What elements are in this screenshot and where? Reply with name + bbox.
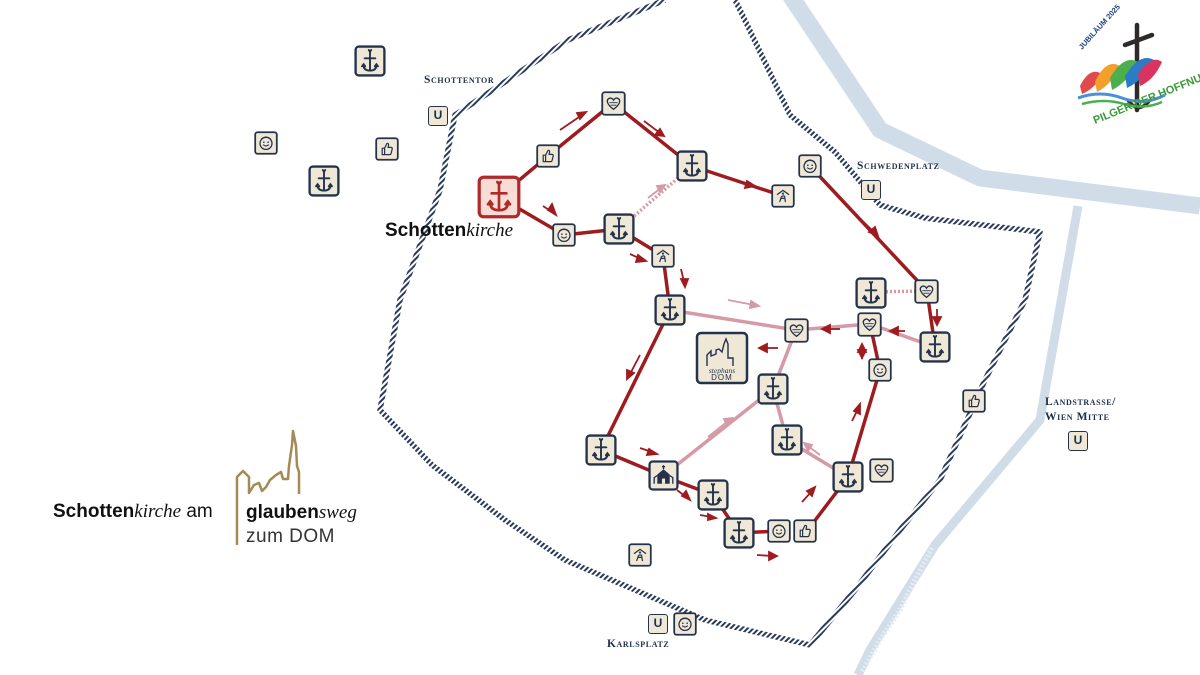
- anchor-cross-icon[interactable]: [723, 517, 755, 549]
- title-italic: kirche: [134, 501, 182, 522]
- heart-icon[interactable]: [857, 312, 882, 337]
- anchor-cross-icon[interactable]: [654, 294, 686, 326]
- glauben-bold: glauben: [246, 502, 319, 523]
- glauben-italic: sweg: [318, 502, 357, 523]
- heart-icon[interactable]: [601, 91, 626, 116]
- jubilee-2025-logo: JUBILÄUM 2025 PILGER DER HOFFNUNG: [1077, 3, 1200, 127]
- thumbs-up-icon[interactable]: [375, 137, 399, 161]
- danube-canal: [783, 0, 1200, 675]
- heart-icon[interactable]: [784, 318, 809, 343]
- stephansdom-icon[interactable]: stephans DOM: [695, 331, 749, 385]
- ubahn-schottentor-icon[interactable]: U: [428, 106, 448, 126]
- heart-icon[interactable]: [869, 458, 894, 483]
- glaubensweg-dom-line-icon: [235, 429, 301, 545]
- label-karlsplatz: Karlsplatz: [607, 638, 670, 650]
- label-schwedenplatz: Schwedenplatz: [857, 160, 940, 172]
- smiley-icon[interactable]: [254, 131, 278, 155]
- logo-year-text: JUBILÄUM 2025: [1077, 3, 1122, 52]
- smiley-icon[interactable]: [798, 154, 822, 178]
- anchor-cross-icon[interactable]: [855, 277, 887, 309]
- smiley-icon[interactable]: [767, 519, 791, 543]
- anchor-cross-icon[interactable]: [354, 45, 386, 77]
- title-word: am: [181, 501, 219, 522]
- schottenkirche-start-icon[interactable]: [477, 175, 521, 219]
- hand-on-chest-icon[interactable]: [628, 543, 652, 567]
- anchor-cross-icon[interactable]: [676, 150, 708, 182]
- label-landstrasse-line2: Wien Mitte: [1045, 411, 1110, 423]
- thumbs-up-icon[interactable]: [536, 144, 560, 168]
- route-direction-arrows: [542, 110, 943, 562]
- dom-icon-label-2: DOM: [711, 373, 733, 382]
- smiley-icon[interactable]: [673, 612, 697, 636]
- ubahn-landstrasse-icon[interactable]: U: [1068, 431, 1088, 451]
- page-title: Schottenkirche am: [53, 501, 218, 523]
- anchor-cross-icon[interactable]: [585, 434, 617, 466]
- anchor-cross-icon[interactable]: [757, 373, 789, 405]
- route-light-arrows: [647, 183, 821, 456]
- zum-dom-text: zum DOM: [246, 526, 335, 547]
- heart-icon[interactable]: [914, 279, 939, 304]
- glaubensweg-title: glaubensweg zum DOM: [246, 501, 357, 549]
- thumbs-up-icon[interactable]: [793, 519, 817, 543]
- dom-icon-label-1: stephans: [709, 366, 735, 375]
- anchor-cross-icon[interactable]: [308, 165, 340, 197]
- city-wall: [377, 0, 1043, 648]
- label-landstrasse-line1: Landstrasse/: [1045, 396, 1116, 408]
- anchor-cross-icon[interactable]: [697, 479, 729, 511]
- anchor-cross-icon[interactable]: [919, 331, 951, 363]
- anchor-cross-icon[interactable]: [832, 461, 864, 493]
- hand-on-chest-icon[interactable]: [651, 244, 675, 268]
- hand-on-chest-icon[interactable]: [771, 184, 795, 208]
- ubahn-schwedenplatz-icon[interactable]: U: [861, 180, 881, 200]
- schottenkirche-label: Schottenkirche: [385, 220, 513, 242]
- ubahn-karlsplatz-icon[interactable]: U: [648, 614, 668, 634]
- thumbs-up-icon[interactable]: [962, 389, 986, 413]
- smiley-icon[interactable]: [868, 358, 892, 382]
- church-name-bold: Schotten: [385, 220, 467, 241]
- anchor-cross-icon[interactable]: [603, 213, 635, 245]
- church-icon[interactable]: [648, 460, 679, 491]
- anchor-cross-icon[interactable]: [771, 424, 803, 456]
- title-bold: Schotten: [53, 501, 135, 522]
- label-schottentor: Schottentor: [424, 74, 495, 86]
- smiley-icon[interactable]: [552, 223, 576, 247]
- church-name-italic: kirche: [466, 220, 514, 241]
